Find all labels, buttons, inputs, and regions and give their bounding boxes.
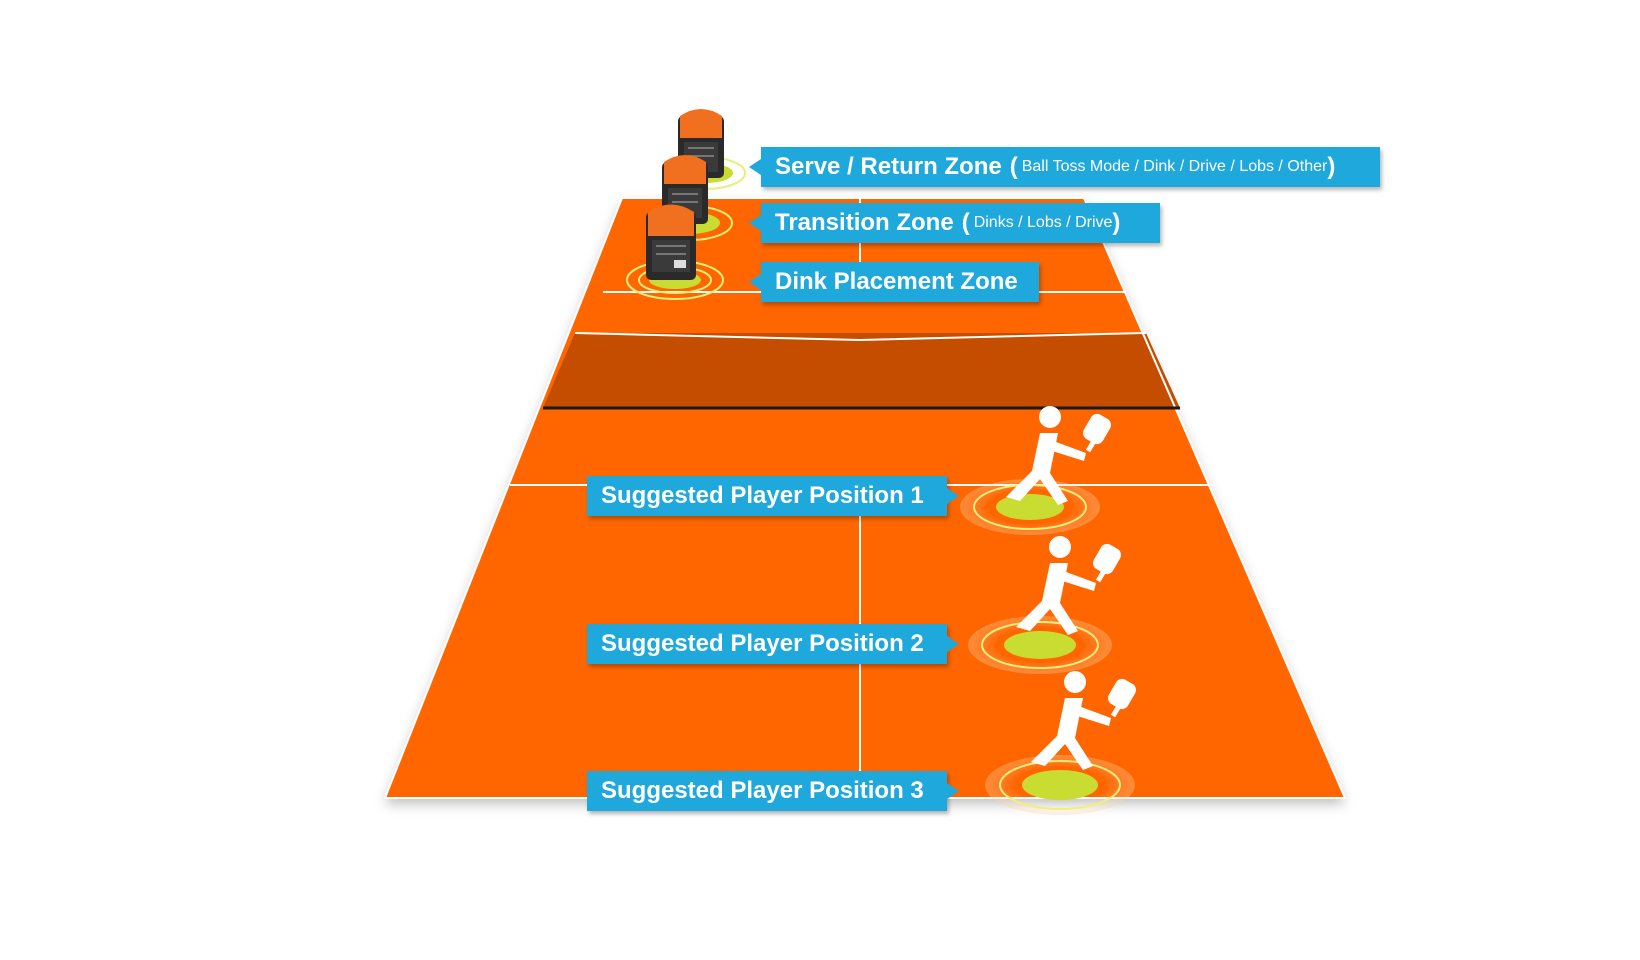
dink-zone-callout: Dink Placement Zone — [749, 262, 1039, 302]
pickleball-player-icon — [1006, 406, 1111, 505]
player-position-2-label: Suggested Player Position 2 — [601, 630, 924, 657]
player-position-1-callout: Suggested Player Position 1 — [587, 476, 959, 516]
transition-zone-label: Transition Zone — [775, 209, 954, 236]
player-position-3-label: Suggested Player Position 3 — [601, 777, 924, 804]
player-position-3-callout: Suggested Player Position 3 — [587, 771, 959, 811]
kitchen-zone — [543, 333, 1180, 408]
player-position-1-label: Suggested Player Position 1 — [601, 482, 924, 509]
serve-zone-paren-open: ( — [1009, 153, 1018, 180]
pickleball-player-icon — [1031, 671, 1136, 770]
serve-zone-paren-close: ) — [1327, 153, 1336, 180]
player-target-3 — [985, 755, 1135, 815]
serve-zone-detail: Ball Toss Mode / Dink / Drive / Lobs / O… — [1021, 158, 1328, 175]
transition-zone-paren-open: ( — [961, 209, 970, 236]
serve-zone-callout: Serve / Return Zone ( Ball Toss Mode / D… — [749, 147, 1380, 187]
ball-machine-icon — [646, 204, 696, 280]
serve-zone-label: Serve / Return Zone — [775, 153, 1002, 180]
pickleball-player-icon — [1016, 536, 1121, 635]
transition-zone-callout: Transition Zone ( Dinks / Lobs / Drive ) — [749, 203, 1160, 243]
transition-zone-detail: Dinks / Lobs / Drive — [973, 214, 1113, 231]
transition-zone-paren-close: ) — [1112, 209, 1121, 236]
player-position-2-callout: Suggested Player Position 2 — [587, 624, 959, 664]
dink-zone-label: Dink Placement Zone — [775, 268, 1018, 295]
player-target-1 — [960, 479, 1100, 535]
player-target-2 — [968, 616, 1112, 674]
